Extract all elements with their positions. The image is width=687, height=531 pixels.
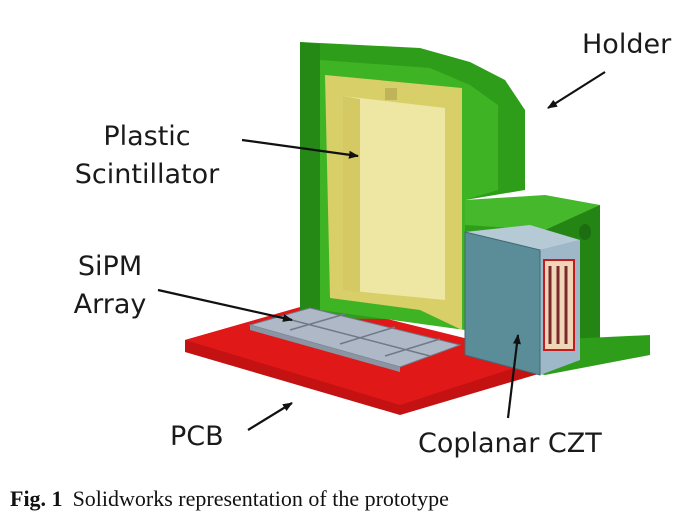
sipm-arrow bbox=[157, 288, 293, 322]
scintillator-arrow bbox=[241, 138, 359, 159]
holder-arrow bbox=[547, 71, 606, 109]
plastic-label-line1: Plastic bbox=[103, 121, 191, 152]
plastic-scintillator bbox=[325, 75, 462, 330]
pcb-arrow bbox=[247, 402, 293, 431]
figure-caption-text: Solidworks representation of the prototy… bbox=[72, 486, 449, 511]
pcb-label: PCB bbox=[170, 421, 224, 452]
figure-number: Fig. 1 bbox=[10, 486, 63, 511]
coplanar-czt bbox=[464, 225, 580, 376]
holder-label: Holder bbox=[582, 29, 672, 60]
plastic-label-line2: Scintillator bbox=[74, 159, 220, 190]
figure-caption: Fig. 1 Solidworks representation of the p… bbox=[10, 486, 449, 512]
sipm-label-line1: SiPM bbox=[77, 251, 143, 282]
czt-arrow bbox=[506, 334, 521, 419]
sipm-label-line2: Array bbox=[73, 289, 147, 320]
arrows bbox=[157, 71, 606, 431]
sipm-array bbox=[248, 307, 462, 372]
czt-label: Coplanar CZT bbox=[418, 428, 602, 459]
